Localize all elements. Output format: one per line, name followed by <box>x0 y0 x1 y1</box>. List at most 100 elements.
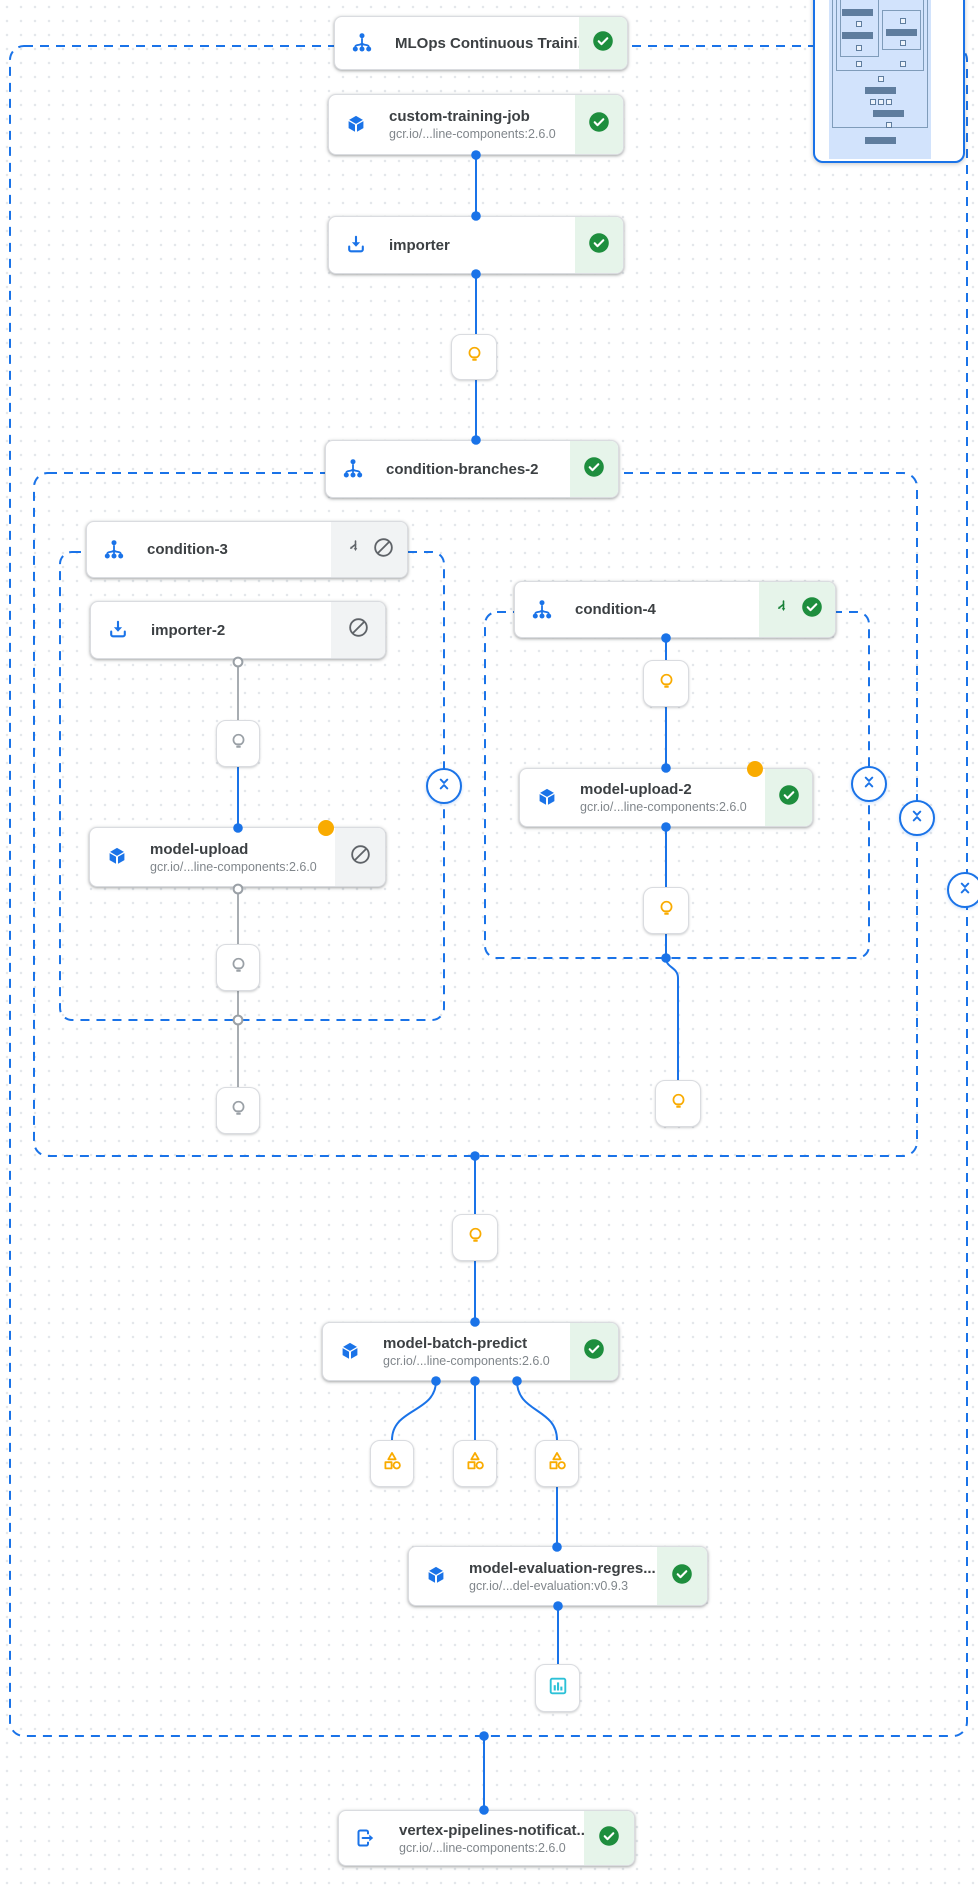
split-arrow-icon <box>343 537 363 562</box>
unfold-less-icon <box>433 773 455 800</box>
metrics-chart-artifact-node[interactable] <box>535 1664 580 1712</box>
status-succeeded <box>570 1323 618 1380</box>
minimap-node-mark <box>865 137 896 144</box>
node-title: condition-4 <box>575 601 656 618</box>
cube-icon <box>344 113 368 137</box>
metrics-artifact-node[interactable] <box>535 1440 579 1487</box>
split-arrow-icon <box>771 597 791 622</box>
node-condition-branches-2[interactable]: condition-branches-2 <box>325 440 619 498</box>
cube-icon <box>424 1564 448 1588</box>
node-title: condition-3 <box>147 541 228 558</box>
node-custom-training-job[interactable]: custom-training-job gcr.io/...line-compo… <box>328 94 624 155</box>
parameter-node-skipped[interactable] <box>216 944 260 991</box>
check-circle-icon <box>591 29 615 58</box>
collapse-condition-branches-2-button[interactable] <box>899 800 935 836</box>
node-title: custom-training-job <box>389 108 530 125</box>
node-title: model-batch-predict <box>383 1335 528 1352</box>
parameter-node[interactable] <box>451 334 497 380</box>
minimap-node-mark <box>886 29 917 36</box>
minimap-condition-3-box <box>840 0 879 57</box>
lightbulb-icon <box>667 1090 690 1118</box>
node-model-batch-predict[interactable]: model-batch-predict gcr.io/...line-compo… <box>322 1322 619 1381</box>
node-subtitle: gcr.io/...line-components:2.6.0 <box>580 800 747 814</box>
parameter-node-skipped[interactable] <box>216 1087 260 1134</box>
yellow-dot-badge <box>747 761 763 777</box>
parameter-node[interactable] <box>643 660 689 707</box>
check-circle-icon <box>777 783 801 812</box>
node-vertex-pipelines-notification[interactable]: vertex-pipelines-notificat... gcr.io/...… <box>338 1810 635 1866</box>
pipeline-tree-icon <box>530 598 554 622</box>
minimap-artifact-mark <box>886 122 892 128</box>
cube-icon <box>105 845 129 869</box>
collapse-pipeline-root-button[interactable] <box>947 872 978 908</box>
node-subtitle: gcr.io/...line-components:2.6.0 <box>399 1840 566 1855</box>
check-circle-icon <box>582 1337 606 1366</box>
blocked-icon <box>372 536 395 564</box>
collapse-condition-3-button[interactable] <box>426 768 462 804</box>
pipeline-tree-icon <box>350 31 374 55</box>
status-succeeded <box>657 1547 707 1605</box>
minimap-node-mark <box>842 9 873 16</box>
lightbulb-icon <box>464 1224 487 1252</box>
pipeline-tree-icon <box>102 538 126 562</box>
minimap-node-mark <box>865 87 896 94</box>
status-succeeded <box>579 17 627 69</box>
node-title: importer-2 <box>151 621 226 639</box>
node-condition-3[interactable]: condition-3 <box>86 521 408 578</box>
bar-chart-icon <box>546 1674 570 1703</box>
minimap[interactable] <box>813 0 965 163</box>
node-model-upload[interactable]: model-upload gcr.io/...line-components:2… <box>89 820 386 887</box>
status-succeeded <box>575 217 623 273</box>
status-skipped <box>335 828 385 886</box>
parameter-node[interactable] <box>452 1214 498 1261</box>
minimap-artifact-mark <box>856 21 862 27</box>
minimap-condition-branches-box <box>836 0 924 71</box>
blocked-icon <box>347 616 370 644</box>
check-circle-icon <box>587 231 611 260</box>
minimap-artifact-mark <box>878 76 884 82</box>
exit-to-app-icon <box>354 1826 378 1850</box>
node-importer-2[interactable]: importer-2 <box>90 601 386 659</box>
check-circle-icon <box>587 110 611 139</box>
parameter-node[interactable] <box>655 1080 701 1127</box>
parameter-node-skipped[interactable] <box>216 720 260 767</box>
blocked-icon <box>349 843 372 871</box>
metrics-artifact-node[interactable] <box>370 1440 414 1487</box>
node-model-evaluation-regression[interactable]: model-evaluation-regres... gcr.io/...del… <box>408 1546 708 1606</box>
import-icon <box>344 233 368 257</box>
node-title: vertex-pipelines-notificat... <box>399 1821 584 1839</box>
node-model-upload-2[interactable]: model-upload-2 gcr.io/...line-components… <box>519 761 813 827</box>
unfold-less-icon <box>858 771 880 798</box>
status-succeeded <box>575 95 623 154</box>
minimap-artifact-mark <box>900 61 906 67</box>
minimap-artifact-mark <box>900 40 906 46</box>
node-condition-4[interactable]: condition-4 <box>514 581 836 638</box>
node-title: model-upload <box>150 840 249 858</box>
node-mlops-continuous-training[interactable]: MLOps Continuous Traini... <box>334 16 628 70</box>
node-subtitle: gcr.io/...line-components:2.6.0 <box>150 859 317 874</box>
lightbulb-icon <box>227 730 250 758</box>
status-succeeded <box>570 441 618 497</box>
cube-icon <box>338 1340 362 1364</box>
collapse-condition-4-button[interactable] <box>851 766 887 802</box>
lightbulb-icon <box>463 343 486 371</box>
status-succeeded <box>584 1811 634 1865</box>
node-subtitle: gcr.io/...line-components:2.6.0 <box>383 1354 550 1368</box>
node-subtitle: gcr.io/...del-evaluation:v0.9.3 <box>469 1578 629 1593</box>
parameter-node[interactable] <box>643 887 689 934</box>
unfold-less-icon <box>906 805 928 832</box>
status-skipped <box>331 602 385 658</box>
node-subtitle: gcr.io/...line-components:2.6.0 <box>389 127 556 141</box>
category-icon <box>380 1449 404 1478</box>
node-importer[interactable]: importer <box>328 216 624 274</box>
minimap-artifact-mark <box>886 99 892 105</box>
status-skipped <box>331 522 407 577</box>
minimap-pipeline-root-box <box>832 0 928 128</box>
metrics-artifact-node[interactable] <box>453 1440 497 1487</box>
node-title: importer <box>389 236 450 254</box>
node-title: MLOps Continuous Traini... <box>395 34 579 52</box>
lightbulb-icon <box>227 1097 250 1125</box>
cube-icon <box>535 786 559 810</box>
minimap-node-mark <box>873 110 904 117</box>
